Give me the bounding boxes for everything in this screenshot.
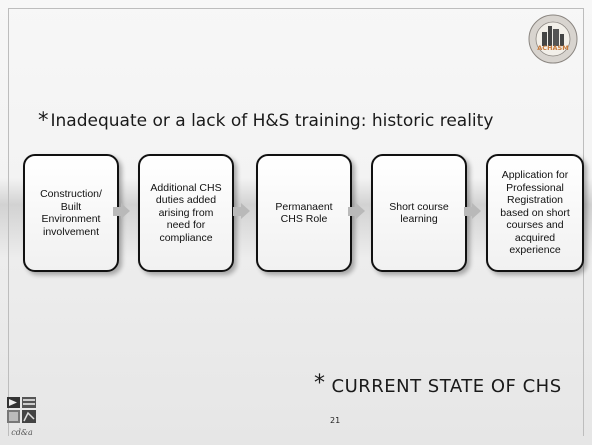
heading-text: Inadequate or a lack of H&S training: hi… xyxy=(50,111,494,131)
page-number: 21 xyxy=(330,416,341,425)
process-step-label: Construction/ Built Environment involvem… xyxy=(40,188,102,238)
cda-logo-icon: cd&a xyxy=(7,397,36,437)
association-logo-icon: ACHASM xyxy=(528,14,578,64)
process-step-label: Permanaent CHS Role xyxy=(275,200,333,226)
process-step-3: Permanaent CHS Role xyxy=(256,154,352,272)
footer-logo-text: cd&a xyxy=(11,428,33,437)
process-step-label: Short course learning xyxy=(389,200,449,226)
process-step-label: Application for Professional Registratio… xyxy=(500,169,570,257)
process-step-4: Short course learning xyxy=(371,154,467,272)
heading-bullet-star: * xyxy=(38,108,49,132)
svg-text:ACHASM: ACHASM xyxy=(537,44,568,52)
slide-heading: *Inadequate or a lack of H&S training: h… xyxy=(38,107,494,132)
process-step-5: Application for Professional Registratio… xyxy=(486,154,584,272)
subtitle-text: CURRENT STATE OF CHS xyxy=(331,376,562,397)
process-step-1: Construction/ Built Environment involvem… xyxy=(23,154,119,272)
slide-subtitle: *CURRENT STATE OF CHS xyxy=(314,371,562,398)
process-step-label: Additional CHS duties added arising from… xyxy=(150,181,222,244)
process-step-2: Additional CHS duties added arising from… xyxy=(138,154,234,272)
subtitle-bullet-star: * xyxy=(314,371,326,396)
